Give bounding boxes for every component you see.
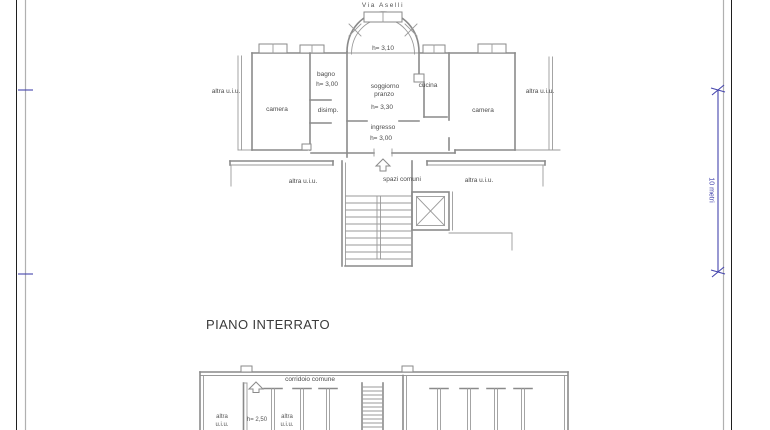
other-unit-label: altra u.i.u. [525, 88, 555, 95]
room-label-camera-right: camera [472, 107, 494, 114]
cell-label: altra [216, 414, 228, 420]
room-label-disimp: disimp. [317, 107, 339, 114]
other-unit-label: altra u.i.u. [211, 88, 241, 95]
dimension-label: 10 metri [707, 177, 715, 203]
basement-stairs [361, 382, 384, 430]
room-label-ingresso: ingresso [370, 124, 396, 131]
dimension-line [710, 84, 726, 278]
cell-label: u.i.u. [215, 422, 229, 428]
room-label-soggiorno: soggiorno [370, 83, 400, 90]
room-height-label: h= 3,00 [316, 81, 338, 88]
other-unit-label: altra u.i.u. [288, 178, 318, 185]
up-arrow-icon [374, 158, 392, 172]
bay-height-label: h= 3,10 [372, 45, 394, 52]
other-unit-label: altra u.i.u. [464, 177, 494, 184]
up-arrow-icon [247, 381, 265, 393]
room-label-cucina: cucina [418, 82, 438, 89]
elevator [411, 191, 513, 251]
basement-title: PIANO INTERRATO [206, 317, 330, 332]
staircase [341, 160, 413, 267]
cell-height-label: h= 2,50 [246, 417, 268, 423]
windows [258, 43, 507, 54]
basement-plan [199, 365, 569, 430]
street-label: Via Aselli [361, 2, 405, 9]
upper-floor-plan [229, 11, 561, 267]
cell-label: altra [281, 414, 293, 420]
cell-partitions [263, 387, 533, 430]
room-height-label: h= 3,00 [370, 135, 392, 142]
room-height-label: h= 3,30 [371, 104, 393, 111]
corridor-label: corridoio comune [285, 376, 335, 383]
common-space-label: spazi comuni [383, 176, 421, 183]
room-label-camera-left: camera [266, 106, 288, 113]
page-frame [16, 0, 732, 430]
cell-label: u.i.u. [280, 422, 294, 428]
arched-bay [346, 11, 420, 55]
room-label-pranzo: pranzo [374, 91, 394, 98]
room-label-bagno: bagno [316, 71, 336, 78]
